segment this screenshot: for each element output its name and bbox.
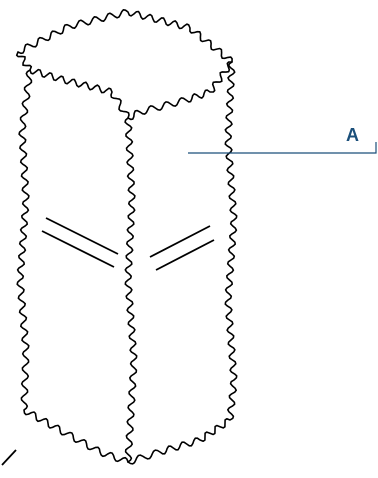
hatch-line-right-1 — [149, 225, 211, 258]
callout-leader-line — [188, 142, 377, 154]
hatch-line-left-2 — [41, 230, 115, 268]
right-side-edge — [127, 61, 238, 465]
top-face-edge — [15, 9, 233, 121]
hatch-line-left-1 — [45, 217, 119, 255]
block-outline — [15, 9, 238, 465]
corner-marker — [1, 449, 17, 466]
front-center-edge — [124, 117, 138, 463]
left-side-edge — [16, 69, 129, 463]
callout-label-a: A — [346, 125, 359, 145]
hatch-line-right-2 — [155, 239, 215, 271]
